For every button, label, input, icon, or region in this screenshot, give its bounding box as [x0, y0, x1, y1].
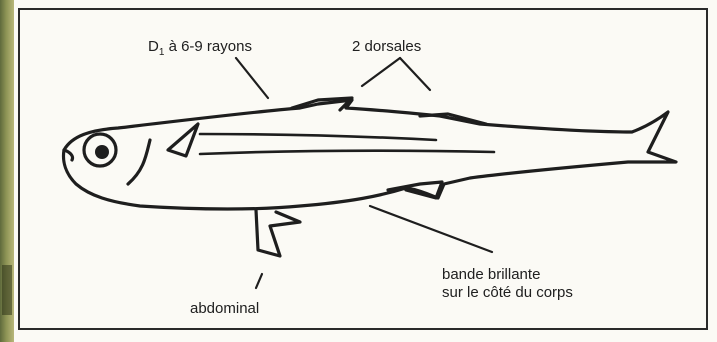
pointer-abdominal [256, 274, 262, 288]
label-bande-line2: sur le côté du corps [442, 284, 573, 302]
pointer-dorsales-right [400, 58, 430, 90]
pointer-d1 [236, 58, 268, 98]
label-d1-rayons: D1 à 6-9 rayons [148, 38, 252, 58]
fish-body-outline [64, 100, 677, 209]
label-d1-subscript: 1 [159, 47, 165, 58]
lateral-band-upper [200, 134, 436, 140]
fish-mouth [64, 150, 73, 160]
pointer-dorsales-left [362, 58, 400, 86]
fish-gill [128, 140, 150, 184]
abdominal-fin [256, 210, 300, 256]
label-abdominal: abdominal [190, 300, 259, 318]
label-bande-brillante: bande brillante sur le côté du corps [442, 266, 573, 302]
lateral-band-lower [200, 151, 494, 154]
pectoral-fin [168, 124, 198, 156]
label-d1-letter: D [148, 38, 159, 55]
pointer-bande [370, 206, 492, 252]
label-d1-text: à 6-9 rayons [164, 38, 252, 55]
label-dorsales: 2 dorsales [352, 38, 421, 56]
fish-eye-pupil [95, 145, 109, 159]
label-bande-line1: bande brillante [442, 266, 540, 283]
